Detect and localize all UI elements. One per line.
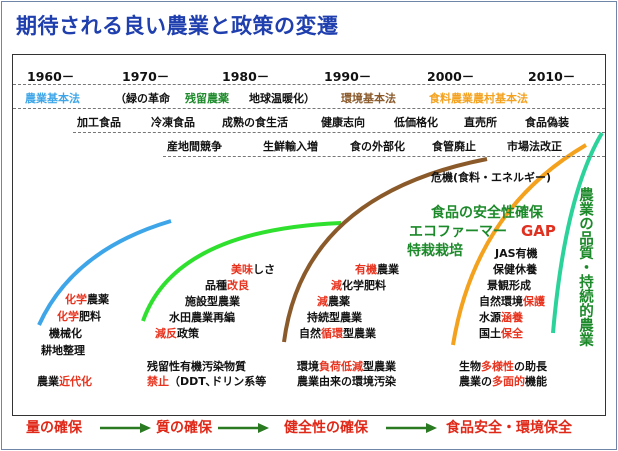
arrow-right-icon	[100, 423, 151, 433]
era4-item: 保健休養	[493, 263, 537, 276]
trend-regional-competition: 産地間競争	[167, 140, 222, 153]
policy-green-revolution: （緑の革命	[115, 92, 170, 105]
decade-1960: 1960－	[27, 69, 75, 84]
era2-item: 美味しさ	[231, 263, 275, 276]
era1-item: 化学農薬	[65, 293, 109, 306]
era2-item: 水田農業再編	[169, 311, 235, 324]
decade-1990: 1990－	[324, 69, 372, 84]
timeline-panel: 1960－ 1970－ 1980－ 1990－ 2000－ 2010－ 農業基本…	[12, 54, 606, 416]
trend-food-control-abolition: 食管廃止	[432, 140, 476, 153]
vertical-sustainability-label: 農業の品質・持続的農業	[577, 187, 593, 347]
era3-bottom-2: 農業由来の環境汚染	[297, 375, 396, 388]
policy-warming: 地球温暖化）	[249, 92, 315, 105]
bottom-flow: 量の確保 質の確保 健全性の確保 食品安全・環境保全	[0, 416, 618, 440]
policy-basic-law: 農業基本法	[25, 92, 80, 105]
era2-item: 施設型農業	[185, 295, 240, 308]
era1-list: 化学農薬 化学肥料 機械化 耕地整理	[41, 293, 109, 357]
trend-processed-food: 加工食品	[77, 116, 121, 129]
era3-item: 減化学肥料	[331, 279, 386, 292]
trend-frozen-food: 冷凍食品	[151, 116, 195, 129]
food-safety-label: 食品の安全性確保	[431, 205, 543, 221]
era1-item: 耕地整理	[41, 344, 85, 357]
era2-bottom-2: 禁止（DDT､ドリン系等	[147, 375, 267, 388]
flow-safety-environment: 食品安全・環境保全	[446, 420, 572, 436]
gap-label: GAP	[521, 222, 556, 240]
era4-item: 自然環境保護	[479, 295, 545, 308]
era4-bottom-1: 生物多様性の助長	[459, 360, 547, 373]
decade-1970: 1970－	[122, 69, 170, 84]
special-cultivation-label: 特栽栽培	[407, 243, 463, 259]
trend-divider	[73, 132, 605, 134]
policy-env-law: 環境基本法	[341, 92, 396, 105]
trend-mature-diet: 成熟の食生活	[222, 116, 288, 129]
era3-item: 自然循環型農業	[299, 327, 376, 340]
era-curve-3	[282, 157, 488, 343]
crisis-label: 危機(食料・エネルギー)	[431, 171, 552, 184]
trend-fresh-imports: 生鮮輸入増	[263, 140, 318, 153]
flow-quality: 質の確保	[156, 420, 212, 436]
era-curves	[37, 131, 604, 346]
trend-food-fraud: 食品偽装	[525, 116, 569, 129]
era2-item: 品種改良	[205, 279, 249, 292]
arrow-right-icon	[386, 423, 437, 433]
era2-bottom-1: 残留性有機汚染物質	[147, 360, 246, 373]
trend-low-price: 低価格化	[394, 116, 438, 129]
eco-farmer-label: エコファーマー	[409, 224, 507, 240]
era3-bottom-1: 環境負荷低減型農業	[297, 360, 396, 373]
era-curve-2	[141, 221, 342, 322]
era3-item: 有機農業	[355, 263, 399, 276]
era-curve-4	[451, 143, 588, 346]
era4-bottom-2: 農業の多面的機能	[459, 375, 547, 388]
flow-soundness: 健全性の確保	[284, 420, 368, 436]
era4-item: JAS有機	[495, 247, 538, 260]
decade-2010: 2010－	[528, 69, 576, 84]
trend-market-law: 市場法改正	[507, 140, 562, 153]
era4-item: 景観形成	[487, 279, 531, 292]
decade-2000: 2000－	[427, 69, 475, 84]
page-title: 期待される良い農業と政策の変遷	[16, 14, 339, 38]
era3-item: 持続型農業	[307, 311, 362, 324]
era3-item: 減農薬	[317, 295, 350, 308]
era-curve-1	[37, 219, 172, 326]
policy-residue: 残留農薬	[185, 92, 229, 105]
trend-health: 健康志向	[321, 116, 365, 129]
era4-item: 水源涵養	[479, 311, 523, 324]
era-curve-5	[551, 131, 604, 334]
decade-1980: 1980－	[222, 69, 270, 84]
decade-divider	[13, 84, 605, 86]
era2-item: 減反政策	[155, 327, 199, 340]
flow-quantity: 量の確保	[26, 420, 82, 436]
trend-eating-out: 食の外部化	[350, 140, 405, 153]
era1-bottom: 農業近代化	[37, 375, 92, 388]
trend-divider-2	[163, 156, 605, 158]
trend-direct-sales: 直売所	[464, 116, 497, 129]
arrow-right-icon	[218, 423, 269, 433]
era1-item: 化学肥料	[57, 310, 101, 323]
era1-item: 機械化	[49, 327, 82, 340]
era4-item: 国土保全	[479, 327, 523, 340]
policy-divider	[13, 108, 605, 110]
policy-food-law: 食料農業農村基本法	[429, 92, 528, 105]
